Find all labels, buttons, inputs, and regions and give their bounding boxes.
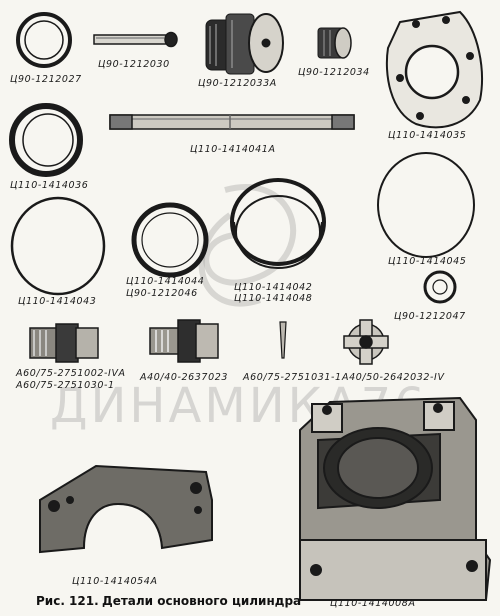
part-pin-1212030 <box>93 31 178 48</box>
part-label: Ц110-1414054А <box>72 576 158 587</box>
part-label: Ц90-1212047 <box>394 311 466 322</box>
part-roller-1212034 <box>317 27 352 59</box>
part-housing-1414008a <box>299 396 492 601</box>
part-label: А60/75-2751002-IVА <box>16 368 126 379</box>
figure-number: Рис. 121. <box>36 594 99 608</box>
part-washer-1212047 <box>423 270 457 304</box>
part-label: Ц110-1414045 <box>388 256 467 267</box>
part-roller-1212033a <box>205 13 284 75</box>
part-ring-1212027 <box>16 12 72 68</box>
part-label: Ц110-1414043 <box>18 296 97 307</box>
part-fitting-2751002 <box>29 323 99 363</box>
part-label: Ц110-1414035 <box>388 130 467 141</box>
part-label: А40/50-2642032-IV <box>342 372 445 383</box>
part-label: А40/40-2637023 <box>140 372 229 383</box>
part-cap-1414054a <box>39 464 213 554</box>
part-fitting-2637023 <box>149 319 219 363</box>
part-label: Ц110-1414041А <box>190 144 276 155</box>
part-label: Ц110-1414036 <box>10 180 89 191</box>
part-label: А60/75-2751030-1 <box>16 380 115 391</box>
part-pin-2751031 <box>279 321 287 359</box>
part-ring-1414036 <box>9 103 83 177</box>
part-label: Ц90-1212030 <box>98 59 170 70</box>
part-label: Ц110-1414008А <box>330 598 416 609</box>
part-label: Ц110-1414044 <box>126 276 205 287</box>
part-label: Ц90-1212033А <box>198 78 277 89</box>
part-flange-1414035 <box>385 10 483 129</box>
part-plug-2642032 <box>343 319 389 365</box>
part-label: А60/75-2751031-1 <box>243 372 342 383</box>
part-label: Ц110-1414048 <box>234 293 313 304</box>
part-ring-1414043 <box>10 196 106 296</box>
part-rod-1414041a <box>109 114 355 130</box>
figure-title: Детали основного цилиндра <box>102 594 302 608</box>
part-ring-1414045 <box>377 152 475 258</box>
part-sleeve-1414042 <box>230 178 326 269</box>
part-label: Ц110-1414042 <box>234 282 313 293</box>
part-ring-1414044 <box>131 202 209 278</box>
part-label: Ц90-1212034 <box>298 67 370 78</box>
part-label: Ц90-1212027 <box>10 74 82 85</box>
part-label: Ц90-1212046 <box>126 288 198 299</box>
